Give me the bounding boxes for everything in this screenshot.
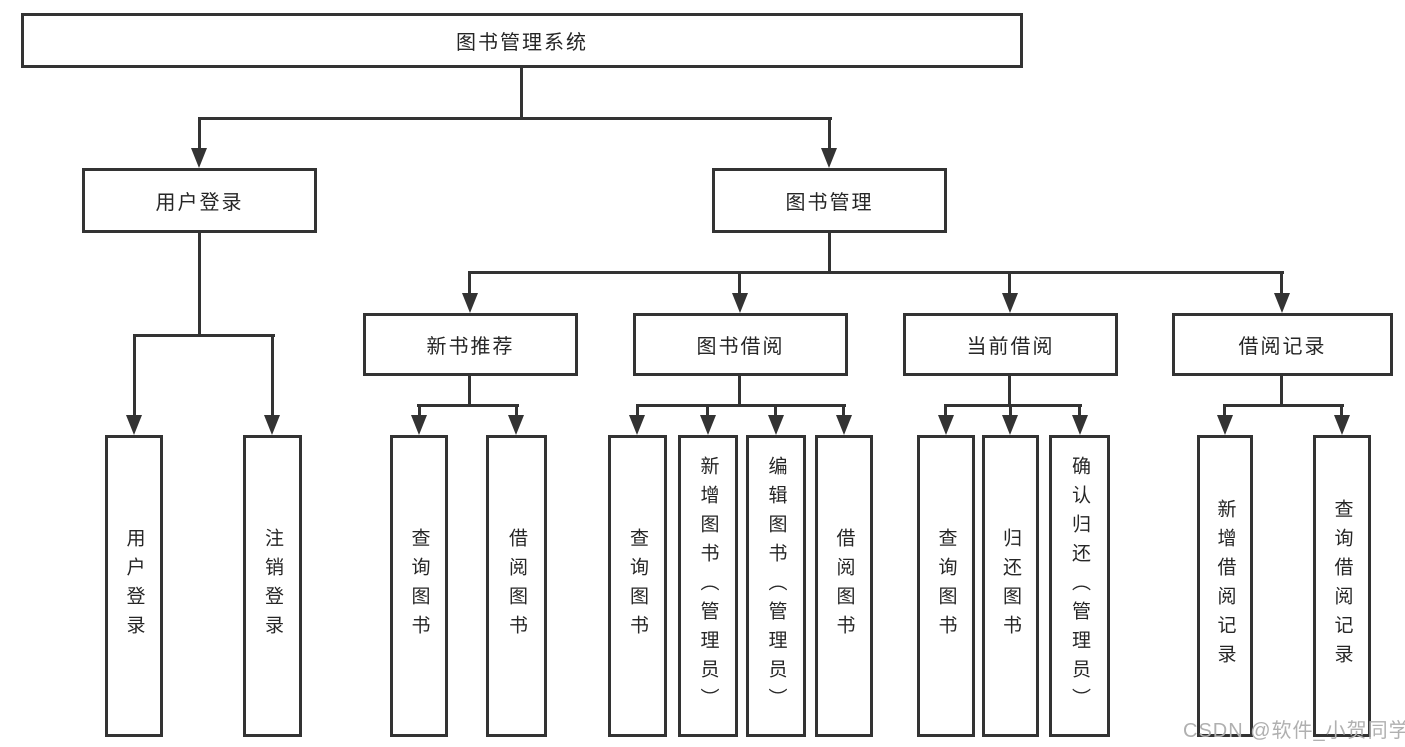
leaf-query-borrow-record-label: 查询借阅记录 <box>1331 499 1353 673</box>
connector-line <box>198 233 201 336</box>
connector-line <box>738 375 741 406</box>
watermark: CSDN @软件_小贺同学 <box>1183 720 1405 742</box>
leaf-query-books-current: 查询图书 <box>917 435 975 737</box>
node-book-borrowing: 图书借阅 <box>633 313 848 376</box>
connector-line <box>1280 271 1283 295</box>
leaf-confirm-return-admin-label: 确认归还（管理员） <box>1069 455 1090 717</box>
node-current-borrowing-label: 当前借阅 <box>966 336 1055 358</box>
leaf-return-books-label: 归还图书 <box>1000 528 1021 644</box>
arrowhead-down-icon <box>1002 415 1018 435</box>
arrowhead-down-icon <box>1072 415 1088 435</box>
leaf-borrow-books-borrowing: 借阅图书 <box>815 435 873 737</box>
arrowhead-down-icon <box>264 415 280 435</box>
connector-line <box>468 271 1284 274</box>
arrowhead-down-icon <box>1002 293 1018 313</box>
leaf-confirm-return-admin: 确认归还（管理员） <box>1049 435 1110 737</box>
leaf-user-login: 用户登录 <box>105 435 163 737</box>
arrowhead-down-icon <box>821 148 837 168</box>
leaf-query-borrow-record: 查询借阅记录 <box>1313 435 1371 737</box>
leaf-borrow-books-recommend-label: 借阅图书 <box>506 528 527 644</box>
connector-line <box>944 404 947 417</box>
connector-line <box>468 375 471 406</box>
arrowhead-down-icon <box>462 293 478 313</box>
arrowhead-down-icon <box>836 415 852 435</box>
connector-line <box>828 117 831 150</box>
connector-line <box>1008 271 1011 295</box>
arrowhead-down-icon <box>732 293 748 313</box>
node-new-book-recommend-label: 新书推荐 <box>426 336 515 358</box>
connector-line <box>636 404 846 407</box>
connector-line <box>842 404 845 417</box>
connector-line <box>1223 404 1344 407</box>
arrowhead-down-icon <box>508 415 524 435</box>
node-root: 图书管理系统 <box>21 13 1023 68</box>
connector-line <box>133 334 275 337</box>
node-book-management: 图书管理 <box>712 168 947 233</box>
leaf-add-book-admin-label: 新增图书（管理员） <box>697 455 719 717</box>
arrowhead-down-icon <box>1334 415 1350 435</box>
connector-line <box>198 117 201 150</box>
connector-line <box>520 68 523 118</box>
leaf-logout: 注销登录 <box>243 435 302 737</box>
leaf-query-books-recommend-label: 查询图书 <box>408 528 430 644</box>
connector-line <box>1340 404 1343 417</box>
node-borrowing-records-label: 借阅记录 <box>1238 336 1327 358</box>
leaf-edit-book-admin-label: 编辑图书（管理员） <box>765 455 787 717</box>
connector-line <box>1009 404 1012 417</box>
leaf-query-books-recommend: 查询图书 <box>390 435 448 737</box>
connector-line <box>774 404 777 417</box>
connector-line <box>706 404 709 417</box>
arrowhead-down-icon <box>700 415 716 435</box>
node-book-borrowing-label: 图书借阅 <box>696 336 785 358</box>
arrowhead-down-icon <box>629 415 645 435</box>
leaf-borrow-books-borrowing-label: 借阅图书 <box>833 528 855 644</box>
connector-line <box>198 117 832 120</box>
node-book-management-label: 图书管理 <box>785 192 874 214</box>
connector-line <box>271 334 274 417</box>
arrowhead-down-icon <box>126 415 142 435</box>
connector-line <box>1223 404 1226 417</box>
connector-line <box>1078 404 1081 417</box>
leaf-borrow-books-recommend: 借阅图书 <box>486 435 547 737</box>
leaf-query-books-borrowing: 查询图书 <box>608 435 667 737</box>
leaf-query-books-borrowing-label: 查询图书 <box>627 528 648 644</box>
leaf-add-book-admin: 新增图书（管理员） <box>678 435 738 737</box>
leaf-edit-book-admin: 编辑图书（管理员） <box>746 435 806 737</box>
connector-line <box>944 404 1082 407</box>
arrowhead-down-icon <box>768 415 784 435</box>
arrowhead-down-icon <box>411 415 427 435</box>
leaf-add-borrow-record-label: 新增借阅记录 <box>1214 499 1236 673</box>
node-root-label: 图书管理系统 <box>456 32 588 54</box>
leaf-logout-label: 注销登录 <box>262 528 283 644</box>
node-borrowing-records: 借阅记录 <box>1172 313 1393 376</box>
node-user-login-label: 用户登录 <box>155 192 244 214</box>
node-current-borrowing: 当前借阅 <box>903 313 1118 376</box>
connector-line <box>636 404 639 417</box>
connector-line <box>828 233 831 273</box>
connector-line <box>417 404 519 407</box>
connector-line <box>738 271 741 295</box>
arrowhead-down-icon <box>1274 293 1290 313</box>
arrowhead-down-icon <box>191 148 207 168</box>
leaf-query-books-current-label: 查询图书 <box>935 528 957 644</box>
connector-line <box>515 404 518 417</box>
node-user-login: 用户登录 <box>82 168 317 233</box>
arrowhead-down-icon <box>938 415 954 435</box>
connector-line <box>418 404 421 417</box>
connector-line <box>133 334 136 417</box>
leaf-user-login-label: 用户登录 <box>123 528 145 644</box>
arrowhead-down-icon <box>1217 415 1233 435</box>
node-new-book-recommend: 新书推荐 <box>363 313 578 376</box>
leaf-add-borrow-record: 新增借阅记录 <box>1197 435 1253 737</box>
leaf-return-books: 归还图书 <box>982 435 1039 737</box>
connector-line <box>1280 375 1283 406</box>
connector-line <box>1008 375 1011 406</box>
connector-line <box>468 271 471 295</box>
